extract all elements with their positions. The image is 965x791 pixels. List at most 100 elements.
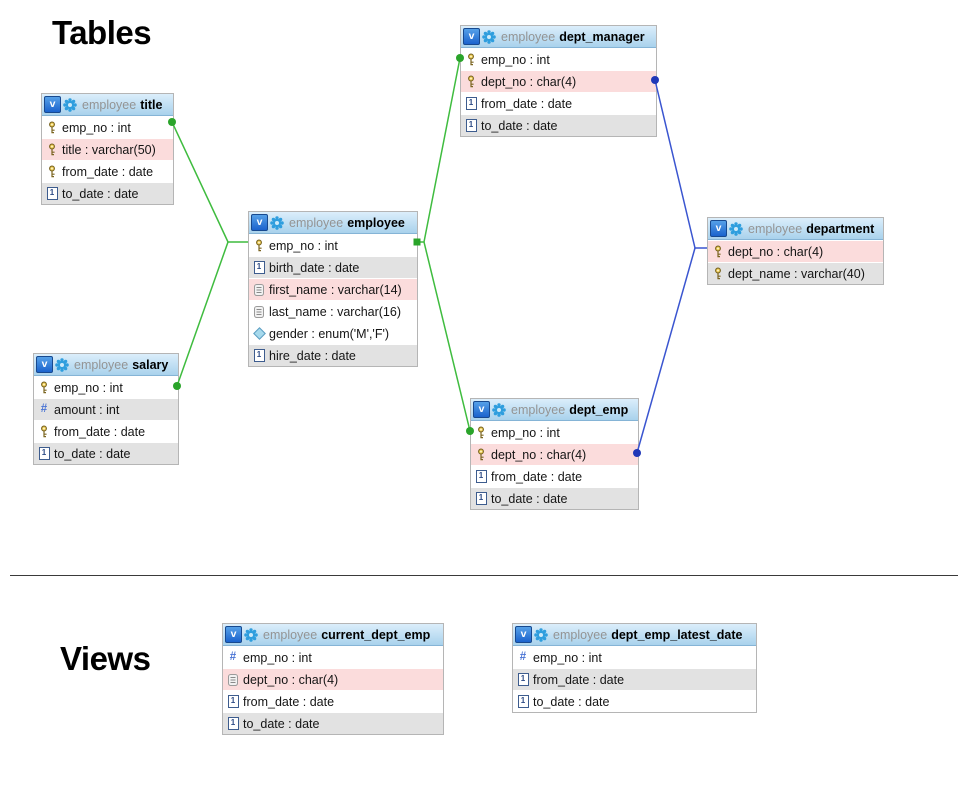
relation-line-green <box>176 241 229 387</box>
calendar-icon: 1 <box>474 470 488 483</box>
view-toggle-icon[interactable]: v <box>710 220 727 237</box>
column-label: to_date : date <box>533 694 610 709</box>
view-toggle-icon[interactable]: v <box>225 626 242 643</box>
schema-label: employee <box>553 627 608 642</box>
section-title-views: Views <box>60 640 151 677</box>
column-label: emp_no : int <box>62 120 131 135</box>
column-label: to_date : date <box>481 118 558 133</box>
key-icon <box>45 121 59 134</box>
table-name: employee <box>347 215 405 230</box>
column-label: to_date : date <box>491 491 568 506</box>
table-name: dept_emp <box>569 402 629 417</box>
section-title-tables: Tables <box>52 14 152 51</box>
text-icon <box>252 283 266 296</box>
column-row: emp_no : int <box>249 234 417 256</box>
enum-icon <box>252 327 266 340</box>
column-label: emp_no : int <box>243 650 312 665</box>
column-row: from_date : date <box>34 420 178 442</box>
gear-icon <box>482 29 496 44</box>
view-toggle-icon[interactable]: v <box>44 96 61 113</box>
schema-label: employee <box>74 357 129 372</box>
column-label: from_date : date <box>491 469 583 484</box>
table-name: current_dept_emp <box>321 627 431 642</box>
column-label: from_date : date <box>481 96 573 111</box>
gear-icon <box>63 97 77 112</box>
calendar-icon: 1 <box>226 717 240 730</box>
schema-label: employee <box>82 97 137 112</box>
column-label: to_date : date <box>62 186 139 201</box>
gear-icon <box>492 402 506 417</box>
numeric-icon: # <box>40 403 48 415</box>
section-divider <box>10 575 958 576</box>
column-label: dept_name : varchar(40) <box>728 266 865 281</box>
column-row: #amount : int <box>34 398 178 420</box>
column-label: title : varchar(50) <box>62 142 156 157</box>
numeric-icon: # <box>229 651 237 663</box>
column-label: from_date : date <box>54 424 146 439</box>
table-name: dept_emp_latest_date <box>611 627 743 642</box>
column-row: from_date : date <box>42 160 173 182</box>
column-label: from_date : date <box>243 694 335 709</box>
gear-icon <box>729 221 743 236</box>
relation-line-green <box>171 121 248 243</box>
key-icon <box>464 75 478 88</box>
column-label: from_date : date <box>533 672 625 687</box>
calendar-icon: 1 <box>516 673 530 686</box>
column-row: title : varchar(50) <box>42 138 173 160</box>
key-icon <box>474 426 488 439</box>
column-row: dept_name : varchar(40) <box>708 262 883 284</box>
key-icon <box>37 381 51 394</box>
gear-icon <box>534 627 548 642</box>
calendar-icon: 1 <box>252 261 266 274</box>
view-toggle-icon[interactable]: v <box>36 356 53 373</box>
key-icon <box>45 165 59 178</box>
column-row: dept_no : char(4) <box>461 70 656 92</box>
column-label: to_date : date <box>243 716 320 731</box>
view-toggle-icon[interactable]: v <box>251 214 268 231</box>
calendar-icon: 1 <box>37 447 51 460</box>
key-icon <box>474 448 488 461</box>
calendar-icon: 1 <box>252 349 266 362</box>
column-label: hire_date : date <box>269 348 356 363</box>
column-row: gender : enum('M','F') <box>249 322 417 344</box>
column-row: emp_no : int <box>461 48 656 70</box>
schema-label: employee <box>748 221 803 236</box>
numeric-icon: # <box>519 651 527 663</box>
key-icon <box>464 53 478 66</box>
relation-line-blue <box>636 247 696 454</box>
column-row: dept_no : char(4) <box>708 240 883 262</box>
column-label: dept_no : char(4) <box>481 74 577 89</box>
table-name: title <box>140 97 163 112</box>
column-row: # emp_no : int <box>513 646 756 668</box>
column-label: dept_no : char(4) <box>728 244 824 259</box>
key-icon <box>711 267 725 280</box>
column-label: first_name : varchar(14) <box>269 282 402 297</box>
view-toggle-icon[interactable]: v <box>463 28 480 45</box>
calendar-icon: 1 <box>474 492 488 505</box>
view-toggle-icon[interactable]: v <box>473 401 490 418</box>
table-name: department <box>806 221 875 236</box>
view-toggle-icon[interactable]: v <box>515 626 532 643</box>
column-label: from_date : date <box>62 164 154 179</box>
column-label: emp_no : int <box>533 650 602 665</box>
column-label: gender : enum('M','F') <box>269 326 390 341</box>
